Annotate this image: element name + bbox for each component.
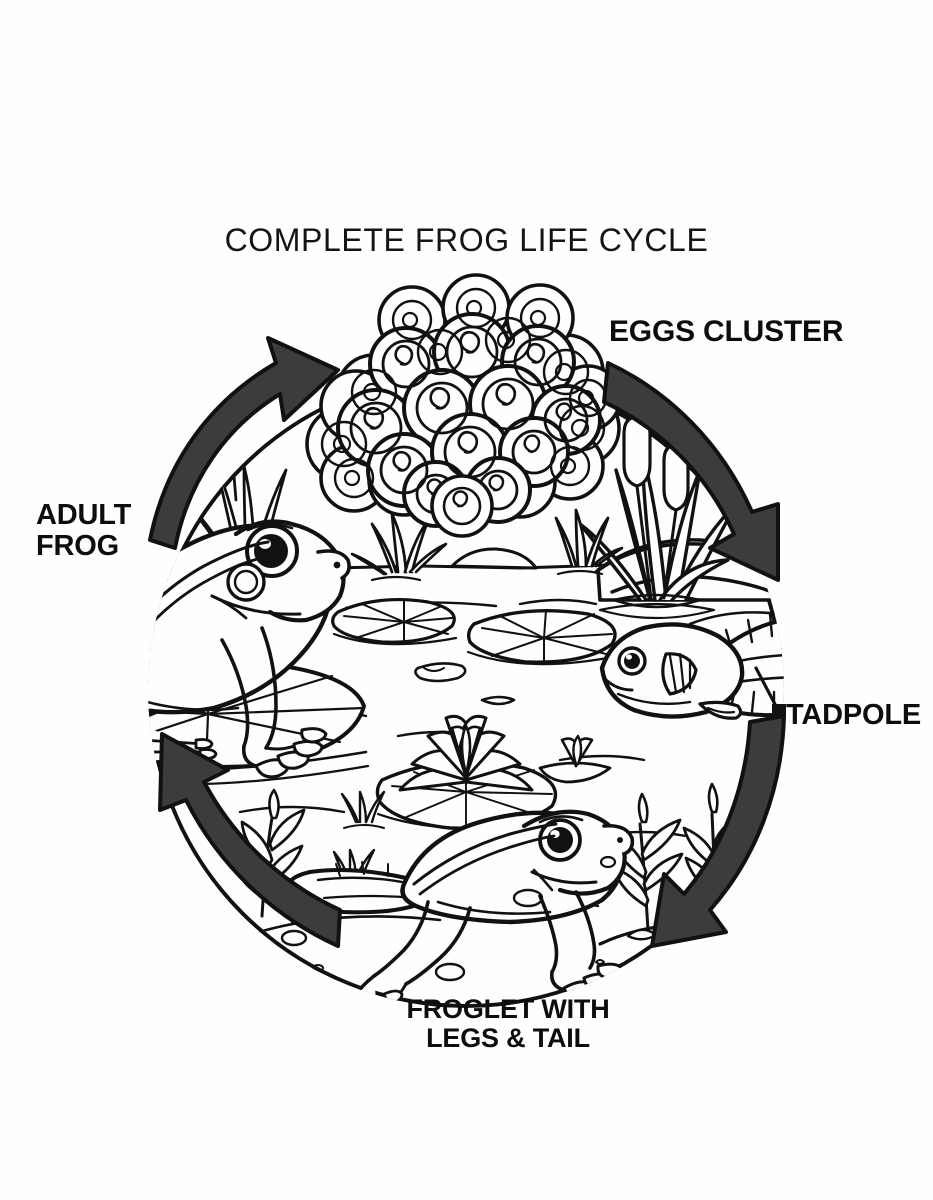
pebble-tiny — [312, 964, 324, 972]
egg-cluster-icon — [305, 273, 622, 538]
tadpole-limb-bud — [698, 700, 743, 720]
froglet-pupil — [547, 827, 573, 853]
tadpole-leader-line — [754, 666, 786, 716]
arrow-froglet-to-adult — [158, 732, 342, 948]
frog-nostril — [333, 561, 341, 569]
pebble — [599, 855, 617, 869]
froglet-group — [285, 809, 635, 1008]
arrow-tadpole-to-froglet — [650, 714, 786, 948]
label-adult-frog: ADULT FROG — [36, 499, 132, 562]
froglet-nostril — [617, 837, 623, 843]
arrow-adult-to-eggs — [148, 336, 340, 550]
water-lily-flower — [375, 714, 560, 830]
shore-line-bottom-left — [244, 915, 442, 938]
grass-tuft-center — [350, 512, 448, 582]
pond-scene — [148, 372, 784, 1008]
tadpole-gill — [661, 652, 698, 696]
label-eggs-cluster: EGGS CLUSTER — [609, 315, 844, 348]
pebble — [512, 888, 544, 908]
floating-leaf-tiny — [480, 695, 516, 706]
water-sprout — [340, 790, 386, 829]
tadpole-pupil — [624, 653, 640, 669]
label-froglet: FROGLET WITH LEGS & TAIL — [406, 994, 610, 1053]
label-tadpole: TADPOLE — [786, 699, 922, 731]
arrow-eggs-to-tadpole — [602, 361, 780, 582]
pebble-tiny — [595, 959, 605, 965]
grass-tuft-right — [554, 508, 624, 576]
floating-leaf-small — [414, 662, 467, 683]
frog-pupil — [254, 534, 288, 568]
pebble — [434, 962, 466, 982]
lily-bud-small — [538, 734, 612, 784]
rock-back — [450, 547, 538, 570]
page-title: COMPLETE FROG LIFE CYCLE — [224, 222, 709, 258]
pebble — [280, 929, 308, 947]
cattails-group — [578, 402, 738, 620]
tadpole-group — [599, 612, 784, 720]
lily-pad-upper-right — [466, 608, 620, 666]
lily-pad-upper-left — [331, 597, 458, 646]
